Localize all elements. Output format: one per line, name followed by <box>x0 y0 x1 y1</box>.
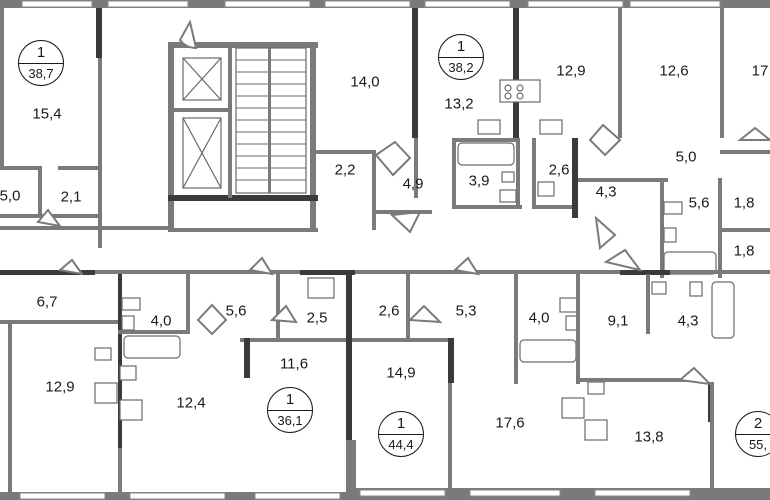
room-area: 17 <box>751 62 769 80</box>
apartment-badge: 1 44,4 <box>378 411 424 457</box>
room-area: 11,6 <box>279 355 309 373</box>
room-area: 13,8 <box>634 428 664 446</box>
room-area: 1,8 <box>733 194 755 212</box>
room-area: 4,9 <box>402 175 424 193</box>
room-area: 13,2 <box>444 95 474 113</box>
room-area: 5,0 <box>675 148 697 166</box>
apartment-badge: 1 36,1 <box>267 387 313 433</box>
room-area: 2,6 <box>548 161 570 179</box>
room-area: 9,1 <box>607 312 629 330</box>
apartment-rooms: 1 <box>36 44 46 61</box>
room-area: 4,3 <box>595 183 617 201</box>
apartment-rooms: 1 <box>285 391 295 408</box>
room-area: 4,0 <box>528 309 550 327</box>
apartment-rooms: 1 <box>396 415 406 432</box>
badge-divider <box>439 57 483 59</box>
room-area: 12,6 <box>659 62 689 80</box>
room-area: 14,0 <box>350 73 380 91</box>
apartment-area: 38,2 <box>448 60 474 75</box>
room-area: 3,9 <box>468 172 490 190</box>
room-area: 4,0 <box>150 312 172 330</box>
room-area: 12,9 <box>556 62 586 80</box>
apartment-area: 36,1 <box>277 413 303 428</box>
room-area: 5,6 <box>688 194 710 212</box>
apartment-rooms: 1 <box>456 38 466 55</box>
room-area: 5,3 <box>455 302 477 320</box>
room-area: 12,9 <box>45 378 75 396</box>
room-area: 15,4 <box>32 105 62 123</box>
badge-divider <box>268 410 312 412</box>
room-area: 2,6 <box>378 302 400 320</box>
room-area: 12,4 <box>176 394 206 412</box>
apartment-badge: 2 55, <box>735 411 770 457</box>
apartment-area: 44,4 <box>388 437 414 452</box>
badge-divider <box>736 434 770 436</box>
apartment-area: 38,7 <box>28 66 54 81</box>
room-area: 6,7 <box>36 293 58 311</box>
apartment-rooms: 2 <box>753 415 763 432</box>
apartment-area: 55, <box>748 437 768 452</box>
room-area: 5,6 <box>225 302 247 320</box>
room-area: 4,3 <box>677 312 699 330</box>
badge-divider <box>379 434 423 436</box>
apartment-badge: 1 38,2 <box>438 34 484 80</box>
room-area: 2,1 <box>60 188 82 206</box>
room-area: 5,0 <box>0 187 21 205</box>
room-area: 14,9 <box>386 364 416 382</box>
room-area: 1,8 <box>733 242 755 260</box>
room-area: 2,2 <box>334 161 356 179</box>
room-area: 17,6 <box>495 414 525 432</box>
badge-divider <box>19 63 63 65</box>
room-area: 2,5 <box>306 309 328 327</box>
apartment-badge: 1 38,7 <box>18 40 64 86</box>
